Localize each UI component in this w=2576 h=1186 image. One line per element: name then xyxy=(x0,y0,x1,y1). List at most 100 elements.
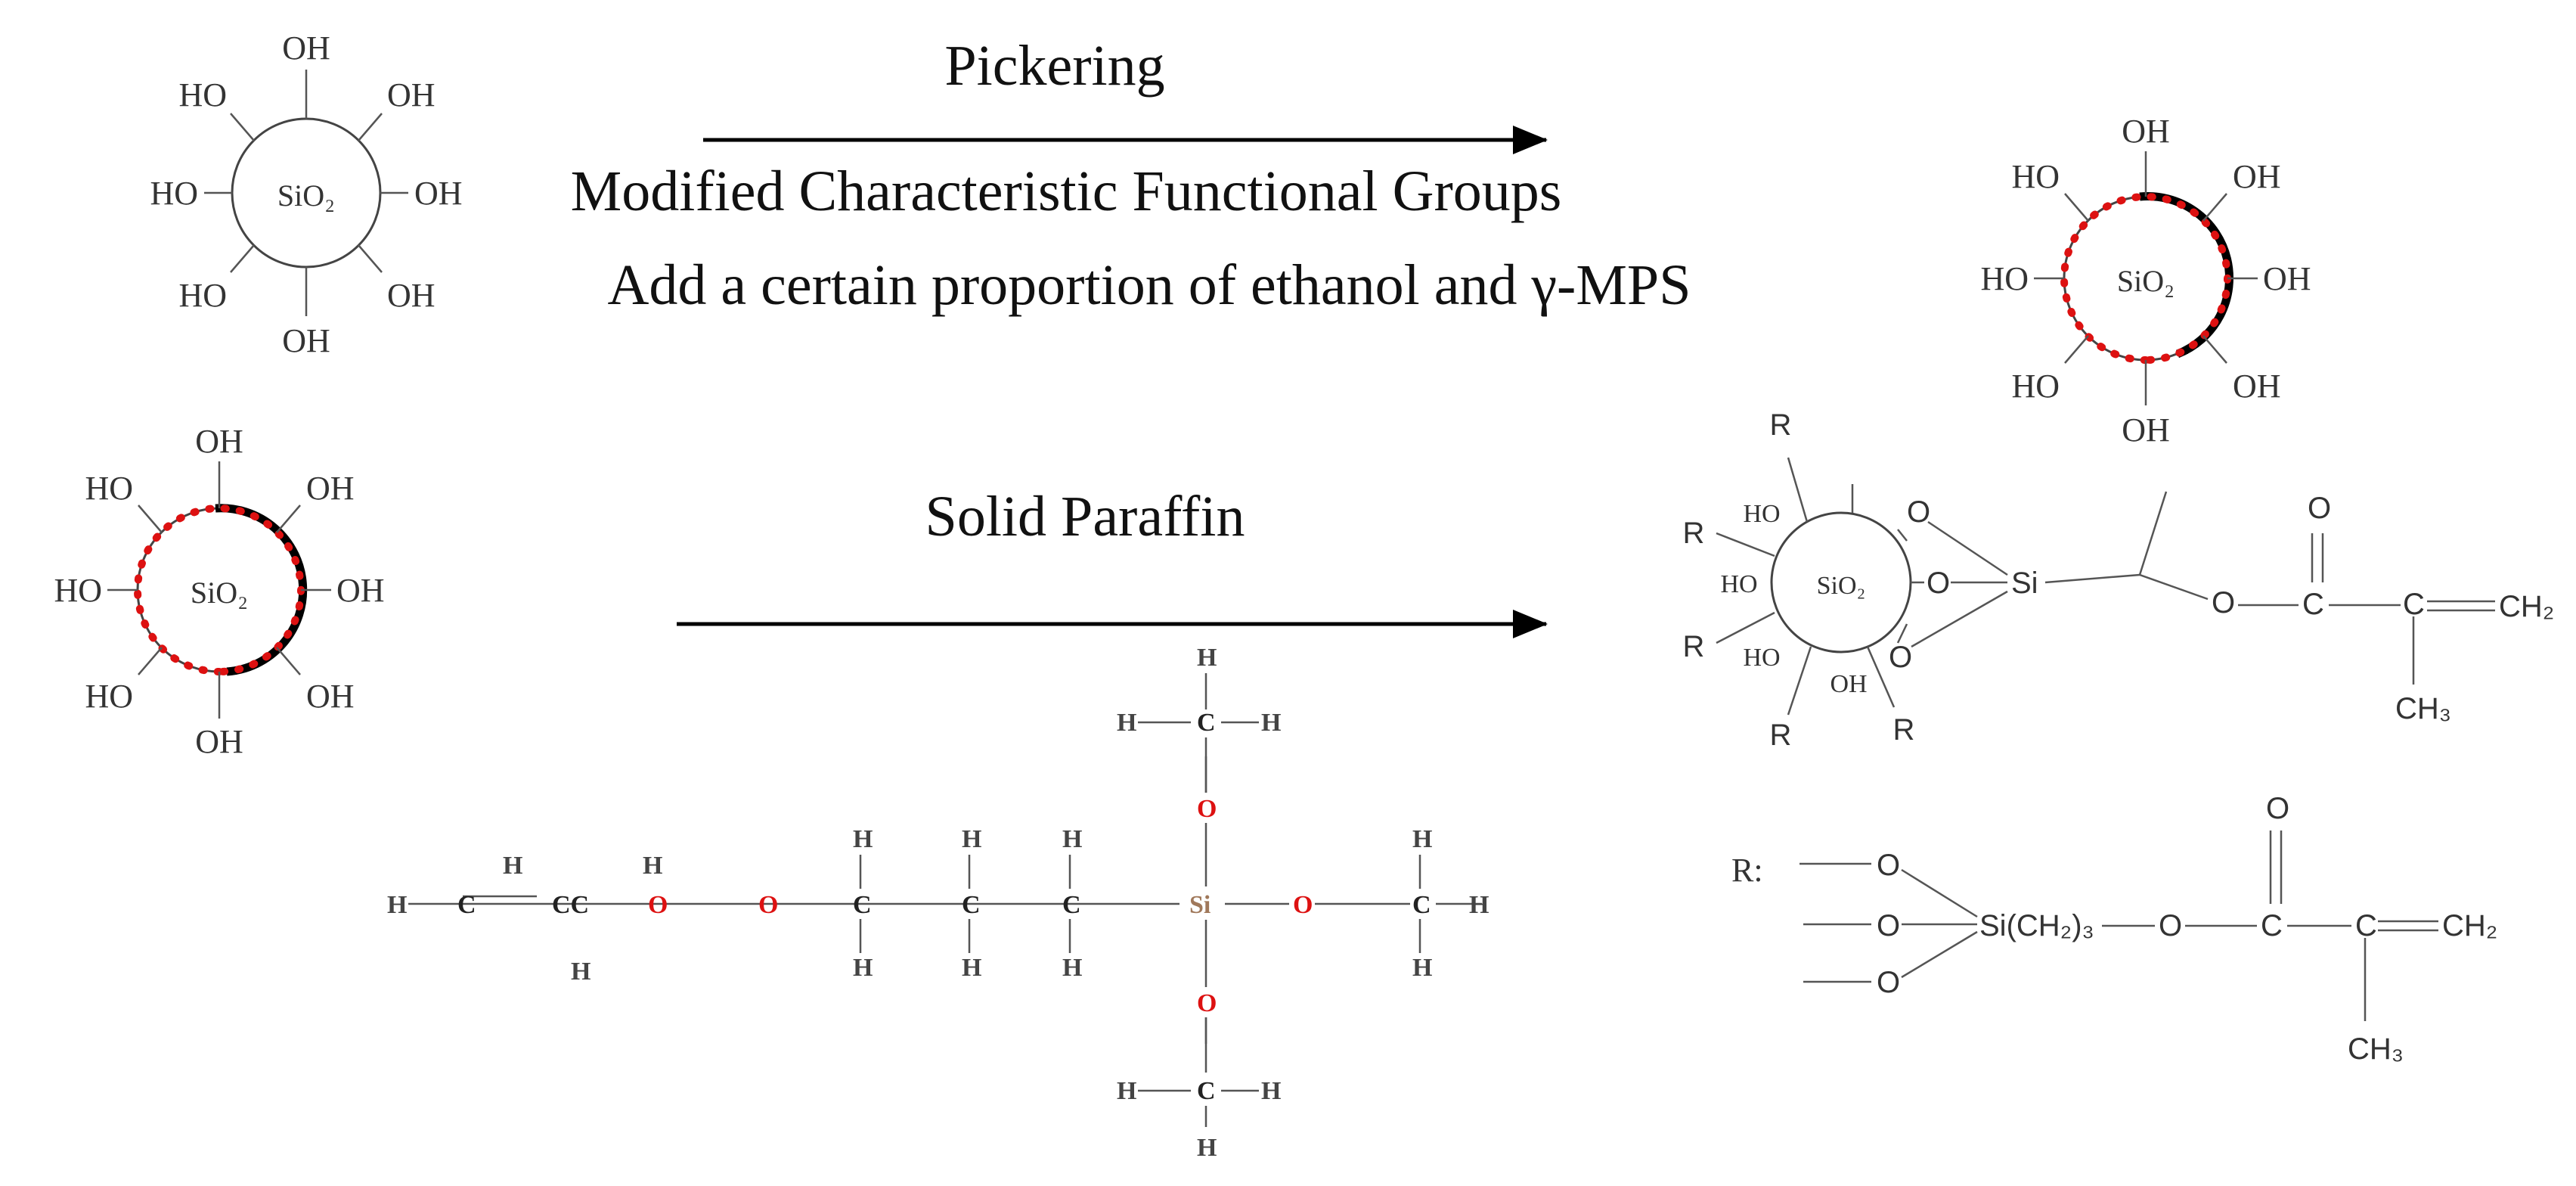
svg-text:OH: OH xyxy=(2122,411,2170,449)
svg-text:O: O xyxy=(1293,891,1313,919)
svg-text:HO: HO xyxy=(2011,158,2060,195)
svg-text:SiO₂: SiO₂ xyxy=(191,576,248,610)
svg-text:O: O xyxy=(1877,966,1900,999)
svg-text:OH: OH xyxy=(2263,260,2311,297)
svg-text:SiO₂: SiO₂ xyxy=(2117,264,2175,298)
svg-text:H: H xyxy=(1261,709,1281,737)
grafted-silica-product: SiO₂ R R R R R HO HO HO OH O O O Si O C xyxy=(1683,408,2555,752)
svg-text:C: C xyxy=(457,891,476,919)
svg-text:R: R xyxy=(1770,719,1792,752)
svg-text:CH₃: CH₃ xyxy=(2348,1032,2404,1066)
svg-text:O: O xyxy=(2308,492,2331,525)
svg-text:SiO₂: SiO₂ xyxy=(1817,572,1866,600)
svg-text:C: C xyxy=(1412,891,1431,919)
svg-text:OH: OH xyxy=(195,723,243,760)
svg-text:R:: R: xyxy=(1731,852,1763,889)
svg-text:C: C xyxy=(853,891,872,919)
svg-text:C: C xyxy=(1062,891,1081,919)
svg-text:CH₃: CH₃ xyxy=(2395,692,2451,725)
svg-text:C: C xyxy=(1197,1077,1216,1105)
svg-text:H: H xyxy=(1197,1134,1217,1162)
svg-text:H: H xyxy=(1117,709,1136,737)
caption-modified-groups: Modified Characteristic Functional Group… xyxy=(571,160,1562,223)
svg-text:O: O xyxy=(1889,641,1912,674)
svg-text:HO: HO xyxy=(178,76,227,113)
silica-particle-plain: SiO₂ OH OH HO OH OH HO OH HO xyxy=(150,29,462,359)
svg-text:O: O xyxy=(758,891,778,919)
svg-text:O: O xyxy=(1907,495,1930,529)
svg-text:Si: Si xyxy=(1189,891,1211,919)
svg-text:HO: HO xyxy=(1743,500,1780,528)
svg-text:O: O xyxy=(1197,795,1217,823)
caption-solid-paraffin: Solid Paraffin xyxy=(925,485,1245,548)
svg-text:OH: OH xyxy=(306,470,355,507)
svg-text:O: O xyxy=(1927,567,1950,600)
svg-text:H: H xyxy=(1412,825,1432,853)
svg-text:HO: HO xyxy=(1720,570,1757,598)
svg-text:C: C xyxy=(2403,588,2425,621)
svg-text:R: R xyxy=(1893,713,1915,747)
svg-text:Si: Si xyxy=(2011,567,2038,600)
svg-text:H: H xyxy=(853,954,873,982)
svg-text:OH: OH xyxy=(195,423,243,460)
svg-text:H: H xyxy=(503,852,522,880)
svg-text:SiO₂: SiO₂ xyxy=(277,179,335,213)
svg-text:OH: OH xyxy=(387,76,436,113)
svg-text:H: H xyxy=(853,825,873,853)
svg-text:H: H xyxy=(571,958,591,986)
svg-text:H: H xyxy=(1412,954,1432,982)
svg-text:R: R xyxy=(1683,630,1705,663)
svg-text:C: C xyxy=(962,891,981,919)
svg-text:O: O xyxy=(1877,849,1900,882)
r-group-definition: R: O O O Si(CH₂)₃ O C O C CH₂ CH₃ xyxy=(1731,792,2497,1066)
svg-text:H: H xyxy=(1062,954,1082,982)
caption-ethanol-mps: Add a certain proportion of ethanol and … xyxy=(608,253,1691,317)
gamma-mps-molecule: H C H CC H H O O C H H C H H C H H Si O … xyxy=(387,644,1489,1162)
svg-text:OH: OH xyxy=(414,175,463,212)
svg-text:H: H xyxy=(387,891,407,919)
svg-text:OH: OH xyxy=(2233,158,2281,195)
svg-text:OH: OH xyxy=(2233,368,2281,405)
svg-text:H: H xyxy=(1197,644,1217,672)
silica-particle-modified-top: SiO₂ OH OH HO OH OH HO OH HO xyxy=(1980,113,2311,449)
svg-text:CH₂: CH₂ xyxy=(2442,909,2497,942)
svg-text:HO: HO xyxy=(85,678,133,715)
svg-text:H: H xyxy=(1469,891,1489,919)
svg-text:R: R xyxy=(1770,408,1792,442)
silica-particle-modified-left: SiO₂ OH OH HO OH OH HO OH HO xyxy=(54,423,384,760)
svg-text:O: O xyxy=(1877,909,1900,942)
svg-text:OH: OH xyxy=(387,277,436,314)
svg-text:H: H xyxy=(1261,1077,1281,1105)
svg-text:HO: HO xyxy=(1743,644,1780,672)
svg-text:HO: HO xyxy=(85,470,133,507)
svg-text:OH: OH xyxy=(2122,113,2170,150)
svg-text:CH₂: CH₂ xyxy=(2499,590,2554,623)
svg-text:H: H xyxy=(1062,825,1082,853)
svg-text:C: C xyxy=(1197,709,1216,737)
svg-text:H: H xyxy=(643,852,662,880)
svg-text:O: O xyxy=(2212,586,2235,619)
svg-text:OH: OH xyxy=(336,572,385,609)
svg-text:Si(CH₂)₃: Si(CH₂)₃ xyxy=(1979,909,2094,942)
svg-text:O: O xyxy=(2266,792,2289,825)
svg-text:HO: HO xyxy=(54,572,102,609)
svg-text:HO: HO xyxy=(1980,260,2029,297)
svg-text:OH: OH xyxy=(282,29,330,67)
svg-text:OH: OH xyxy=(1830,670,1867,698)
svg-text:C: C xyxy=(2261,909,2283,942)
svg-text:O: O xyxy=(648,891,668,919)
svg-text:C: C xyxy=(2302,588,2324,621)
caption-pickering: Pickering xyxy=(944,34,1164,98)
svg-text:HO: HO xyxy=(2011,368,2060,405)
svg-text:HO: HO xyxy=(150,175,198,212)
svg-text:CC: CC xyxy=(552,891,589,919)
svg-text:H: H xyxy=(962,954,981,982)
svg-text:H: H xyxy=(1117,1077,1136,1105)
svg-text:OH: OH xyxy=(306,678,355,715)
svg-text:C: C xyxy=(2355,909,2377,942)
svg-text:H: H xyxy=(962,825,981,853)
svg-text:OH: OH xyxy=(282,322,330,359)
svg-text:HO: HO xyxy=(178,277,227,314)
svg-text:R: R xyxy=(1683,517,1705,550)
